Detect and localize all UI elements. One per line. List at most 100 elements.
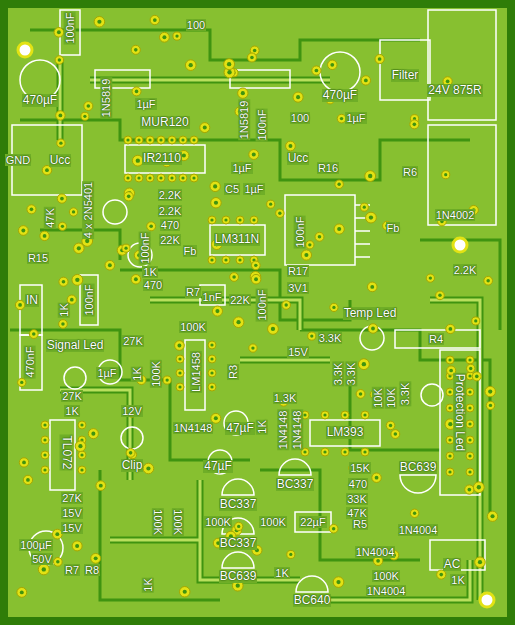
solder-pad [446,452,454,460]
solder-pad [466,436,474,444]
solder-pad [361,76,370,85]
drill-hole [126,138,129,141]
solder-pad [105,260,115,270]
solder-pad [124,136,132,144]
solder-pad [341,411,349,419]
drill-hole [389,424,392,427]
drill-hole [126,176,129,179]
silkscreen-label: 470 [160,219,180,231]
solder-pad [276,209,284,217]
drill-hole [210,385,213,388]
silkscreen-label: 1K [142,577,154,592]
silkscreen-label: 27K [122,335,144,347]
silkscreen-label: IN [25,294,39,307]
solder-pad [56,111,65,120]
solder-pad [236,256,244,264]
solder-pad [146,174,154,182]
solder-pad [81,112,89,120]
drill-hole [137,138,140,141]
solder-pad [426,274,434,282]
solder-pad [361,411,369,419]
solder-pad [315,232,324,241]
silkscreen-label: 1µF [243,183,264,195]
solder-pad [485,386,495,396]
solder-pad [375,54,384,63]
silkscreen-label: 100nF [139,231,151,264]
solder-pad [17,587,27,597]
silkscreen-label: 100nF [256,288,268,321]
drill-hole [43,438,46,441]
solder-pad [55,56,64,65]
drill-hole [468,470,471,473]
solder-pad [18,226,28,236]
silkscreen-label: 1K [256,419,268,434]
drill-hole [91,432,95,436]
solder-pad [42,165,51,174]
drill-hole [332,306,335,309]
drill-hole [136,159,140,163]
drill-hole [210,218,213,221]
solder-pad [230,273,239,282]
drill-hole [477,485,481,489]
solder-pad [249,344,257,352]
drill-hole [70,298,74,302]
solder-pad [282,301,291,310]
drill-hole [394,432,398,436]
solder-pad [250,216,258,224]
solder-pad [59,277,68,286]
mounting-hole [453,238,467,252]
drill-hole [296,95,300,99]
drill-hole [448,422,452,426]
solder-pad [179,174,187,182]
silkscreen-label: 22K [159,234,181,246]
solder-pad [157,136,165,144]
solder-pad [210,181,220,191]
solder-pad [286,141,296,151]
solder-pad [41,451,49,459]
silkscreen-label: 100nF [83,283,95,316]
solder-pad [84,102,93,111]
drill-hole [227,70,231,74]
solder-pad [168,174,176,182]
drill-hole [271,327,275,331]
solder-pad [146,136,154,144]
drill-hole [87,104,91,108]
drill-hole [340,117,343,120]
drill-hole [192,176,195,179]
drill-hole [289,144,293,148]
drill-hole [214,416,218,420]
drill-hole [59,141,62,144]
silkscreen-label: R17 [287,265,309,277]
silkscreen-label: Ucc [49,154,72,167]
silkscreen-label: IR2110 [142,152,182,165]
drill-hole [214,201,218,205]
drill-hole [468,374,471,377]
drill-hole [183,590,187,594]
drill-hole [250,56,254,60]
drill-hole [448,470,451,473]
drill-hole [20,381,23,384]
drill-hole [99,484,103,488]
drill-hole [59,114,63,118]
solder-pad [54,27,64,37]
solder-pad [175,341,185,351]
drill-hole [254,277,258,281]
silkscreen-label: 470nF [24,345,36,378]
drill-hole [170,138,173,141]
solder-pad [41,436,49,444]
silkscreen-label: BC640 [293,594,332,607]
drill-hole [238,218,241,221]
drill-hole [337,183,340,186]
solder-pad [78,466,86,474]
silkscreen-label: Fb [386,222,401,234]
silkscreen-label: R15 [27,252,49,264]
silkscreen-label: R7 [64,564,80,576]
silkscreen-label: 47K [44,207,56,229]
solder-pad [91,553,101,563]
silkscreen-label: 3.3K [318,332,343,344]
drill-hole [134,48,138,52]
solder-pad [176,369,184,377]
drill-hole [97,20,101,24]
silkscreen-label: R4 [428,333,444,345]
mounting-hole [18,43,32,57]
